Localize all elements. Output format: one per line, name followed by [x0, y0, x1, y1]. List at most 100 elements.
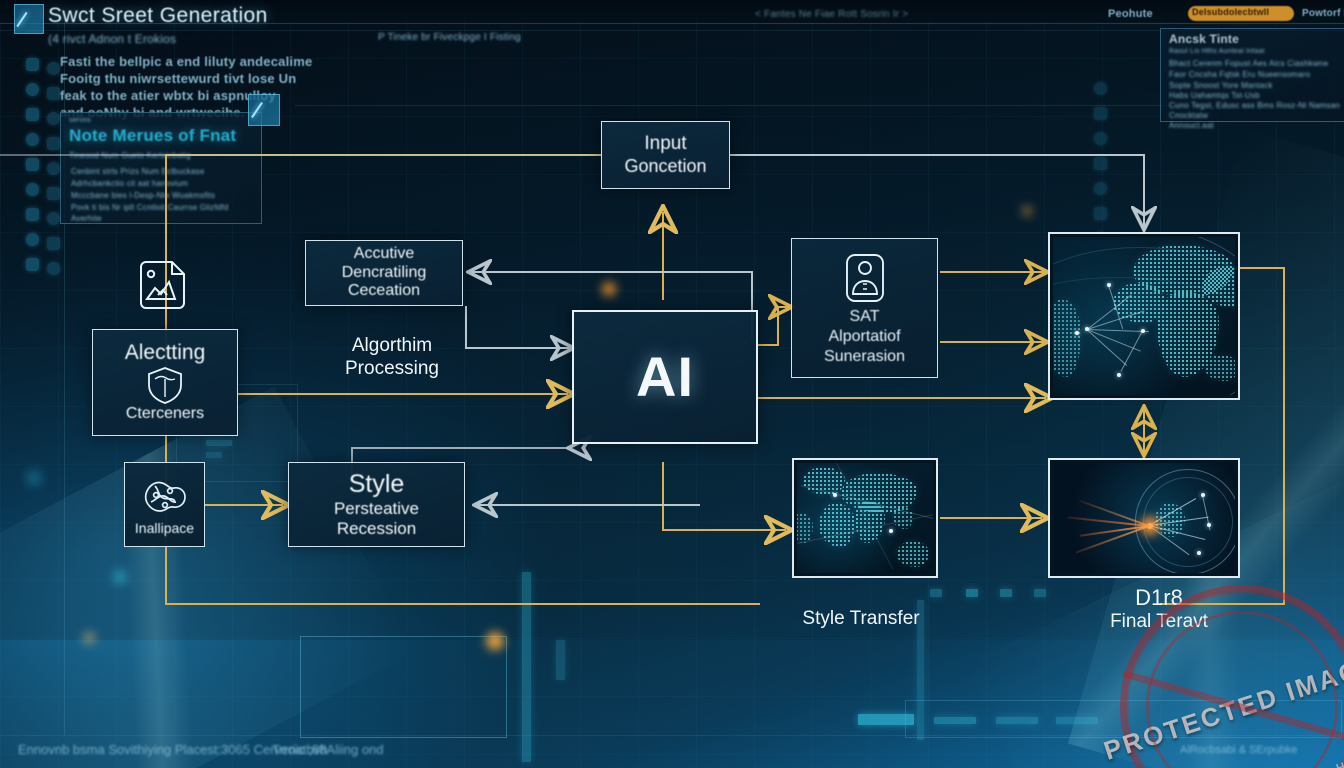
glow-dot-orange-4: [1022, 206, 1032, 216]
node-inallipace-caption: Inallipace: [134, 519, 195, 536]
bg-label-center-top: P Tineke br Fiveckpge I Fisting: [378, 32, 521, 43]
label-algorithm-line-1: Algorthim: [351, 335, 433, 356]
node-detecting-line-1: Alectting: [124, 340, 206, 364]
toolbar-highlight-pill[interactable]: [1188, 6, 1294, 21]
page-subtitle: (4 rivct Adnon t Erokios: [48, 32, 177, 46]
glow-dot-cyan-2: [26, 470, 42, 486]
sidebar-icon-strip-1: [26, 58, 39, 271]
right-panel-row-3: Sopte Snoost Yore Mantack: [1169, 81, 1273, 90]
glow-dot-cyan-1: [113, 570, 127, 584]
node-detecting[interactable]: Alectting Cterceners: [92, 329, 238, 436]
toolbar-item-1[interactable]: Peohute: [1108, 8, 1153, 20]
right-panel-row-6: Cnocktatw: [1169, 111, 1209, 120]
image-panel-world-map-bottom[interactable]: [792, 458, 938, 578]
header-bullet-1: Fasti the bellpic a end liluty andecalim…: [60, 54, 313, 69]
label-algorithm-line-2: Processing: [345, 357, 439, 379]
right-panel-subheading: Rasul Lis Hths Aunteal Infaat: [1169, 48, 1265, 55]
divider-top: [0, 23, 1344, 24]
bg-bar-vert-3: [556, 640, 565, 680]
node-style-line-1: Style: [348, 469, 405, 498]
note-card-item-5: Averhite: [71, 214, 102, 223]
bg-bar-2: [934, 717, 976, 724]
node-input-line-2: Goncetion: [624, 155, 707, 176]
page-title: Swct Sreet Generation: [48, 4, 268, 27]
node-ai-core[interactable]: AI: [572, 310, 758, 444]
bg-bar-6: [1000, 589, 1012, 597]
note-card-eyebrow: servos: [69, 117, 91, 124]
image-panel-world-map-top[interactable]: [1048, 232, 1240, 400]
right-panel-heading: Ancsk Tinte: [1169, 32, 1239, 46]
shield-icon: [144, 365, 186, 405]
document-chart-icon: [130, 252, 196, 318]
label-final-result-line-1: D1r8: [1135, 585, 1183, 610]
divider-top-2: [0, 30, 1344, 31]
note-card-item-3: Mcccbane bies l-Desp-Nte Wuakmsfits: [71, 191, 216, 200]
node-style-line-2: Persteative: [333, 499, 420, 519]
note-card-item-2: Adrhcbankctio cit aat hanovium: [71, 179, 189, 188]
glow-dot-orange-3: [83, 632, 95, 644]
network-blob-icon: [139, 474, 191, 518]
divider-mid: [295, 105, 1344, 106]
note-card-heading: Note Merues of Fnat: [69, 126, 237, 145]
background-frame-a: [300, 636, 507, 738]
footer-left-text: Ennovnb bsma Sovithiying Placest:3065 Ce…: [18, 742, 328, 757]
node-sat-line-3: Sunerasion: [824, 348, 905, 365]
node-generative-line-3: Ceceation: [347, 282, 421, 300]
right-icon-strip: [1094, 82, 1107, 245]
edit-pencil-icon[interactable]: [248, 94, 280, 126]
app-logo-icon: [14, 4, 44, 34]
world-map-bottom-canvas: [797, 463, 933, 573]
node-generative[interactable]: Accutive Dencratiling Ceceation: [305, 240, 463, 306]
toolbar-item-3[interactable]: Powtorf IUI: [1302, 8, 1344, 19]
bg-bar-4: [1056, 717, 1098, 724]
bg-bar-1: [858, 714, 914, 725]
node-sat-line-2: Alportatiof: [828, 328, 901, 345]
bg-bar-9: [206, 440, 232, 446]
node-ai-label: AI: [636, 344, 694, 408]
node-input[interactable]: Input Goncetion: [601, 121, 730, 189]
person-badge-icon: [837, 250, 893, 306]
label-final-result: D1r8 Final Teravt: [1104, 585, 1214, 634]
footer-left-text-2: Trroic ;88Aliing ond: [272, 742, 384, 757]
right-panel-row-7: Annouct.aat: [1169, 121, 1214, 130]
node-generative-line-1: Accutive: [353, 244, 415, 262]
node-detecting-line-2: Cterceners: [125, 405, 205, 423]
node-style[interactable]: Style Persteative Recession: [288, 462, 465, 547]
label-style-transfer: Style Transfer: [802, 608, 920, 629]
bg-bar-7: [1034, 589, 1046, 597]
label-final-result-line-2: Final Teravt: [1110, 611, 1208, 633]
label-algorithm-processing: Algorthim Processing: [327, 335, 457, 381]
footer-right-text: AlRocbsabi & SErpubke: [1180, 744, 1298, 756]
header-bullet-3: feak to the atier wbtx bi aspnulloy: [60, 88, 276, 103]
node-sat-line-1: SAT: [849, 308, 880, 325]
bg-bar-vert-2: [522, 572, 531, 762]
divider-left-vertical: [64, 23, 65, 735]
bg-bar-8: [930, 589, 942, 597]
right-panel-row-4: Habs Uahamtqs Tst-Usb: [1169, 91, 1260, 100]
globe-network-canvas: [1053, 463, 1235, 573]
sidebar-icon-strip-2: [47, 62, 60, 275]
node-input-line-1: Input: [644, 133, 687, 155]
world-map-top-canvas: [1053, 237, 1235, 395]
bg-bar-5: [966, 589, 978, 597]
bg-label-top-center: < Fantes Ne Fiae Rott Sosrin Ir >: [755, 9, 909, 20]
bg-bar-10: [206, 452, 222, 458]
note-card-item-1: Cenbint strls Prizs Num Eclbuckase: [71, 167, 205, 176]
background-topbar: [0, 0, 1344, 22]
node-inallipace[interactable]: Inallipace: [124, 462, 205, 547]
image-panel-globe-network[interactable]: [1048, 458, 1240, 578]
node-generative-line-2: Dencratiling: [341, 263, 427, 281]
note-card-item-4: Povk ti bis Nr iplt Ccntloit Caurrse Gli…: [71, 203, 229, 212]
bg-bar-vert-1: [917, 600, 924, 740]
right-info-panel: Ancsk Tinte Rasul Lis Hths Aunteal Infaa…: [1160, 28, 1344, 130]
glow-dot-orange-1: [602, 282, 616, 296]
header-bullet-2: Fooitg thu niwrsettewurd tivt lose Un: [60, 71, 297, 86]
bg-bar-3: [996, 717, 1038, 724]
right-panel-row-1: Bhact Cerenm Fopust Aes Aics Ciashkwne: [1169, 59, 1329, 68]
divider-bottom: [0, 735, 1344, 736]
node-sat[interactable]: SAT Alportatiof Sunerasion: [791, 238, 938, 378]
right-panel-row-5: Cuno Tegst, Edusc ass Bms Rosz-Nt Namsan: [1169, 101, 1341, 110]
node-style-line-3: Recession: [336, 519, 417, 539]
right-panel-row-2: Faor Cncsha Fqtsk Eru Nueensomaro: [1169, 70, 1311, 79]
toolbar-item-2: Delsubdolecbtwll: [1192, 7, 1270, 17]
